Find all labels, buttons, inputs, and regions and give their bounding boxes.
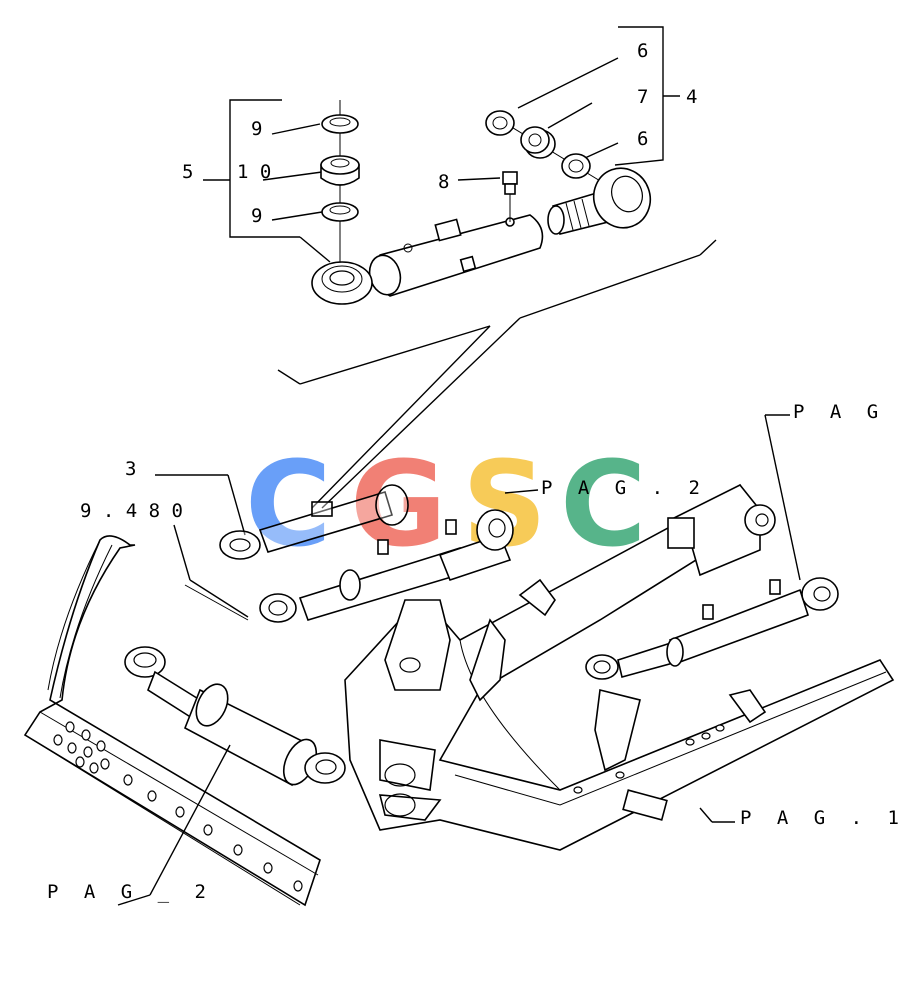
- exploded-cylinder-assembly: [203, 26, 717, 509]
- leader-6-top: [517, 57, 619, 109]
- callout-6-bottom: 6: [637, 128, 648, 150]
- tilt-cylinder-right: [585, 414, 839, 680]
- callout-6-top: 6: [637, 40, 648, 62]
- callout-pag1: P A G . 1: [740, 807, 900, 829]
- blade-cylinder: [117, 646, 346, 906]
- callout-7: 7: [637, 86, 648, 108]
- leader-9-top: [271, 123, 321, 135]
- seal-6-bottom: [561, 153, 591, 179]
- tilt-cylinder-upper-left: [259, 489, 539, 623]
- seal-6-top: [485, 110, 515, 136]
- cylinder-body-exploded: [311, 214, 544, 305]
- callout-9-bottom: 9: [251, 205, 262, 227]
- rod-end-4: [547, 167, 652, 235]
- callout-4: 4: [686, 86, 697, 108]
- leader-7: [547, 102, 593, 129]
- callout-labels: 6 7 4 6 8 9 5 1 0 9 3 9 . 4 8 0 P A G . …: [47, 40, 900, 903]
- break-line-c: [519, 254, 701, 319]
- break-line-b: [299, 325, 491, 385]
- leader-9-bottom: [271, 211, 323, 221]
- lift-cylinder-3: [155, 474, 409, 560]
- bracket-4: [614, 26, 664, 166]
- leader-pag1: [699, 807, 713, 823]
- bracket-5: [229, 99, 300, 238]
- callout-10: 1 0: [237, 161, 271, 183]
- callout-pag2-bottom: P A G _ 2: [47, 881, 213, 903]
- leader-8: [457, 177, 501, 181]
- callout-8: 8: [438, 171, 449, 193]
- washer-9-bottom: [321, 202, 359, 222]
- grease-nipple-8: [502, 171, 518, 222]
- callout-pag2-right: P A G . 2: [793, 401, 900, 423]
- watermark-letter-2: G: [350, 435, 447, 573]
- leader-5-tail: [299, 236, 331, 263]
- leader-6-bottom: [584, 142, 619, 159]
- blade-holes: [53, 721, 303, 892]
- callout-9480: 9 . 4 8 0: [80, 500, 183, 522]
- leader-10: [262, 171, 323, 181]
- dozer-blade: [23, 524, 321, 907]
- callout-9-top: 9: [251, 118, 262, 140]
- bushing-7: [520, 126, 556, 159]
- callout-3: 3: [125, 458, 136, 480]
- callout-5: 5: [182, 161, 193, 183]
- main-frame: [344, 483, 895, 851]
- washer-9-top: [321, 114, 359, 134]
- callout-pag2-center: P A G . 2: [541, 477, 707, 499]
- break-line-a: [277, 369, 301, 385]
